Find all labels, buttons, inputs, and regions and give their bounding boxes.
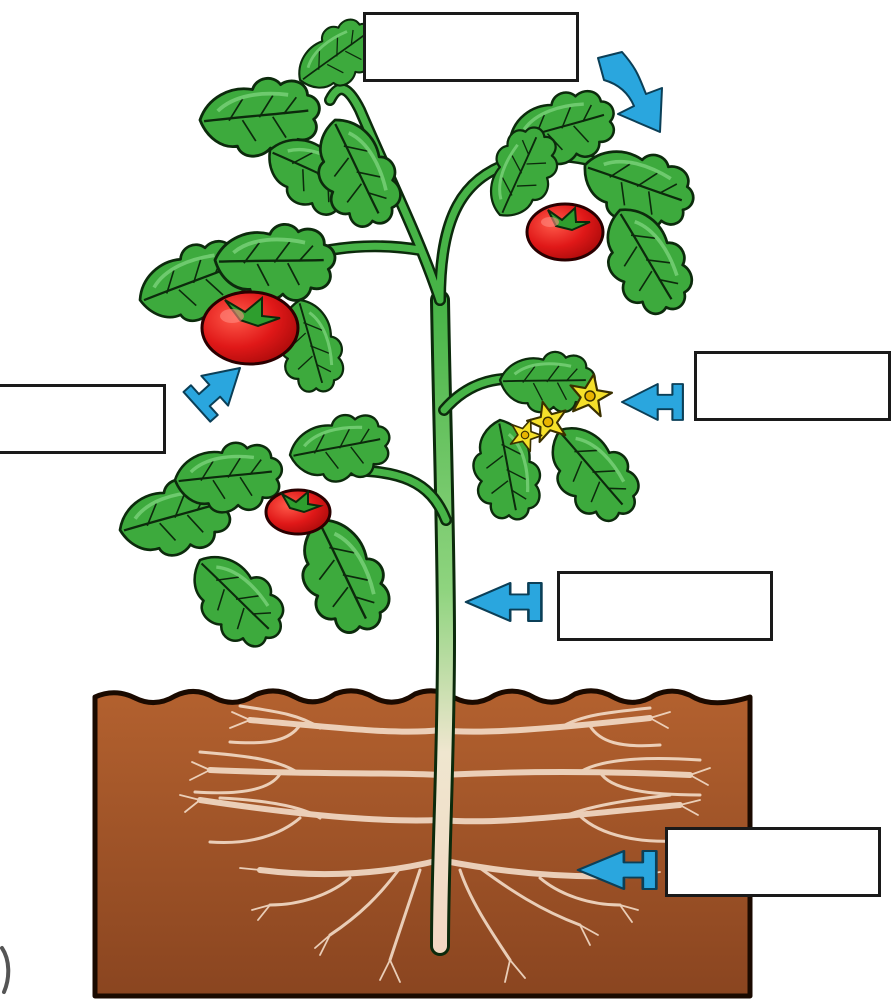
tomato-top-right [527, 204, 603, 260]
tomato-middle-left [202, 292, 298, 364]
label-box-fruit[interactable] [0, 384, 166, 454]
arrow-to-flower [622, 384, 683, 420]
label-box-stem[interactable] [557, 571, 773, 641]
label-box-roots[interactable] [665, 827, 881, 897]
arrow-to-stem [466, 583, 541, 621]
label-box-leaf[interactable] [363, 12, 579, 82]
main-stem [440, 300, 446, 946]
label-box-flower[interactable] [694, 351, 891, 421]
soil-block [95, 691, 750, 996]
edge-bracket-mark [2, 948, 8, 992]
tomato-lower [266, 490, 330, 534]
leaf-cluster-top-right [478, 79, 708, 329]
